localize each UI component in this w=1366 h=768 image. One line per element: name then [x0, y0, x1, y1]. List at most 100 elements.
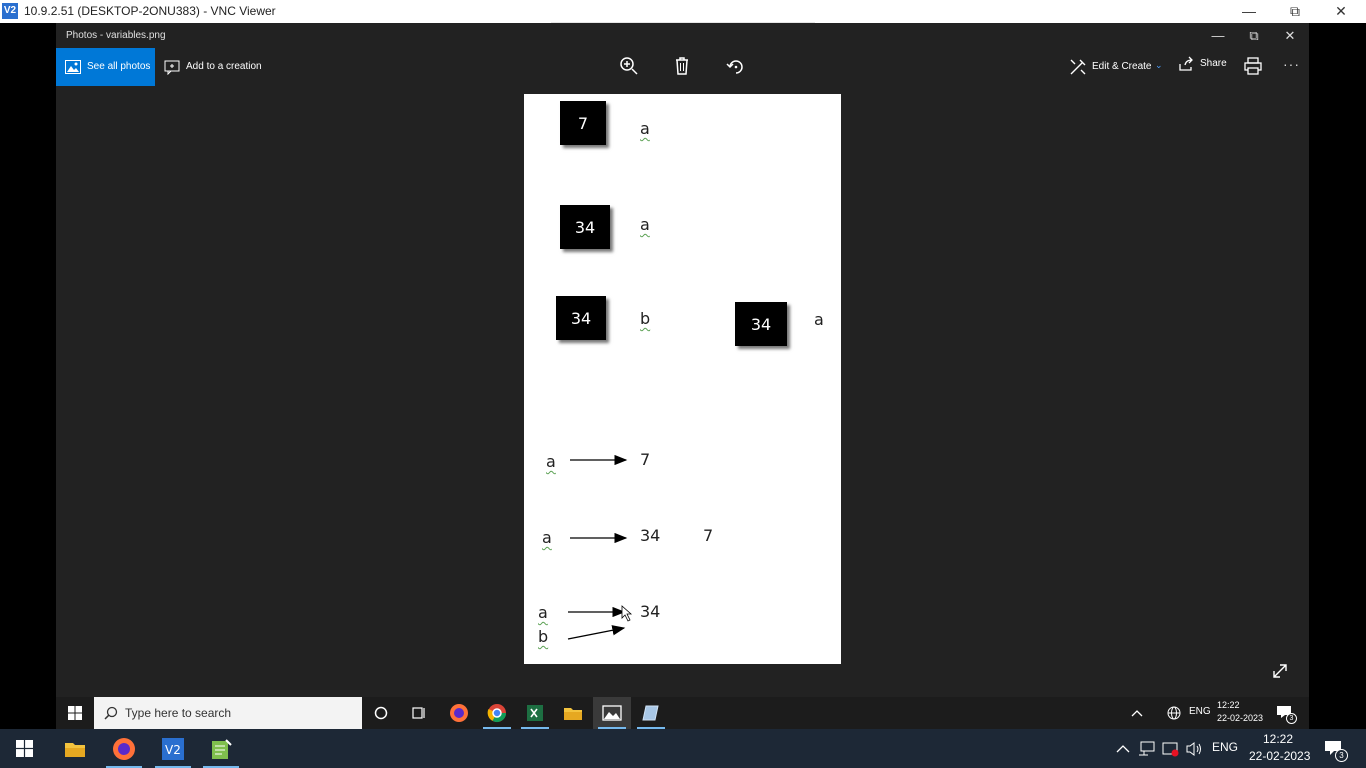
notepad-icon — [212, 738, 232, 759]
taskbar-app[interactable] — [632, 697, 670, 729]
edit-create-icon — [1070, 59, 1086, 75]
svg-text:V2: V2 — [165, 743, 181, 757]
firefox-icon — [113, 737, 135, 760]
search-icon — [104, 706, 118, 720]
local-notepad[interactable] — [197, 729, 245, 768]
old-value: 7 — [703, 526, 714, 545]
chevron-up-icon — [1131, 710, 1143, 717]
language-indicator[interactable]: ENG — [1189, 706, 1211, 717]
taskbar-excel[interactable] — [516, 697, 554, 729]
edit-create-button[interactable]: Edit & Create ⌄ — [1069, 58, 1163, 79]
local-taskbar: V2 ENG 12:22 22-02-2023 3 — [0, 729, 1366, 768]
variable-label: a — [542, 528, 552, 547]
local-network-button[interactable] — [1138, 729, 1156, 768]
notification-icon — [1325, 741, 1341, 755]
photos-window-title: Photos - variables.png — [66, 30, 166, 41]
arrow-line — [567, 625, 626, 640]
vnc-logo-icon: V2 — [2, 3, 18, 19]
clock-date[interactable]: 22-02-2023 — [1217, 713, 1264, 723]
value-box: 7 — [560, 101, 606, 145]
local-security-button[interactable] — [1162, 729, 1180, 768]
variable-value: 34 — [640, 602, 661, 621]
value-box: 34 — [560, 205, 610, 249]
security-icon — [1162, 742, 1179, 757]
variable-label: b — [640, 309, 651, 328]
network-button[interactable] — [1167, 697, 1183, 729]
photos-icon — [602, 705, 622, 721]
action-center-button[interactable]: 3 — [1276, 697, 1297, 729]
chrome-icon — [487, 704, 506, 723]
task-view-button[interactable] — [400, 697, 438, 729]
folder-icon — [564, 708, 582, 720]
see-all-photos-label: See all photos — [87, 61, 151, 72]
local-start-button[interactable] — [0, 729, 48, 768]
variable-label: a — [814, 310, 824, 329]
variable-label: a — [640, 119, 650, 138]
delete-icon[interactable] — [671, 55, 693, 77]
globe-icon — [1167, 706, 1181, 720]
close-button[interactable]: ✕ — [1335, 3, 1347, 19]
local-volume-button[interactable] — [1186, 729, 1204, 768]
zoom-in-icon[interactable] — [618, 55, 640, 77]
edit-create-label: Edit & Create — [1092, 61, 1152, 72]
firefox-icon — [450, 704, 468, 722]
share-label: Share — [1200, 58, 1227, 69]
photos-minimize-button[interactable]: — — [1211, 28, 1225, 43]
task-view-icon — [412, 707, 425, 719]
windows-logo-icon — [15, 740, 33, 757]
fullscreen-icon[interactable] — [1271, 662, 1289, 680]
clock-time[interactable]: 12:22 — [1217, 700, 1240, 710]
photos-close-button[interactable]: ✕ — [1284, 28, 1296, 43]
taskbar-chrome[interactable] — [478, 697, 516, 729]
local-firefox[interactable] — [100, 729, 148, 768]
volume-icon — [1186, 742, 1201, 756]
photos-icon — [65, 60, 81, 74]
variable-label: b — [538, 627, 549, 646]
taskbar-firefox[interactable] — [440, 697, 478, 729]
taskbar-photos[interactable] — [593, 697, 631, 729]
local-clock-date[interactable]: 22-02-2023 — [1249, 749, 1311, 763]
show-hidden-icons-button[interactable] — [1127, 697, 1147, 729]
cortana-button[interactable] — [362, 697, 400, 729]
print-icon[interactable] — [1242, 55, 1264, 77]
vnc-titlebar: V2 10.9.2.51 (DESKTOP-2ONU383) - VNC Vie… — [0, 0, 1366, 23]
notepad-icon — [642, 705, 659, 721]
search-placeholder: Type here to search — [125, 706, 232, 720]
local-file-explorer[interactable] — [51, 729, 99, 768]
value-box: 34 — [735, 302, 787, 346]
vnc-viewer-icon: V2 — [162, 737, 184, 760]
photos-restore-button[interactable]: ⧉ — [1249, 28, 1259, 43]
local-action-center-button[interactable]: 3 — [1322, 729, 1348, 768]
arrows-layer — [567, 454, 633, 640]
more-options-button[interactable]: ··· — [1283, 56, 1300, 72]
restore-button[interactable]: ⧉ — [1290, 3, 1300, 19]
folder-icon — [65, 742, 85, 757]
mouse-cursor-icon — [621, 605, 633, 622]
taskbar-file-explorer[interactable] — [554, 697, 592, 729]
network-icon — [1139, 741, 1155, 756]
value-box: 34 — [556, 296, 606, 340]
chevron-up-icon — [1116, 745, 1130, 753]
local-language-indicator[interactable]: ENG — [1212, 740, 1239, 754]
image-canvas: 7 a 34 a 34 b 34 a a 7 a 34 7 a b 34 — [524, 94, 841, 664]
rotate-icon[interactable] — [725, 55, 747, 77]
local-show-hidden-icons[interactable] — [1114, 729, 1132, 768]
local-clock-time[interactable]: 12:22 — [1263, 732, 1294, 746]
add-creation-icon — [164, 60, 180, 75]
windows-logo-icon — [68, 706, 82, 720]
minimize-button[interactable]: — — [1242, 3, 1256, 19]
notification-count: 3 — [1335, 749, 1348, 762]
taskbar-search-input[interactable]: Type here to search — [94, 697, 362, 729]
share-icon — [1179, 56, 1193, 71]
variable-label: a — [640, 215, 650, 234]
excel-icon — [527, 705, 543, 721]
vnc-window-title: 10.9.2.51 (DESKTOP-2ONU383) - VNC Viewer — [24, 4, 276, 18]
variable-value: 34 — [640, 526, 661, 545]
remote-taskbar: Type here to search ENG 12:22 22-02-2023… — [56, 697, 1309, 729]
see-all-photos-button[interactable]: See all photos — [56, 48, 155, 86]
remote-start-button[interactable] — [56, 697, 94, 729]
chevron-down-icon: ⌄ — [1155, 60, 1163, 70]
local-vnc-viewer[interactable]: V2 — [149, 729, 197, 768]
variable-label: a — [538, 603, 548, 622]
add-to-creation-label: Add to a creation — [186, 61, 262, 72]
